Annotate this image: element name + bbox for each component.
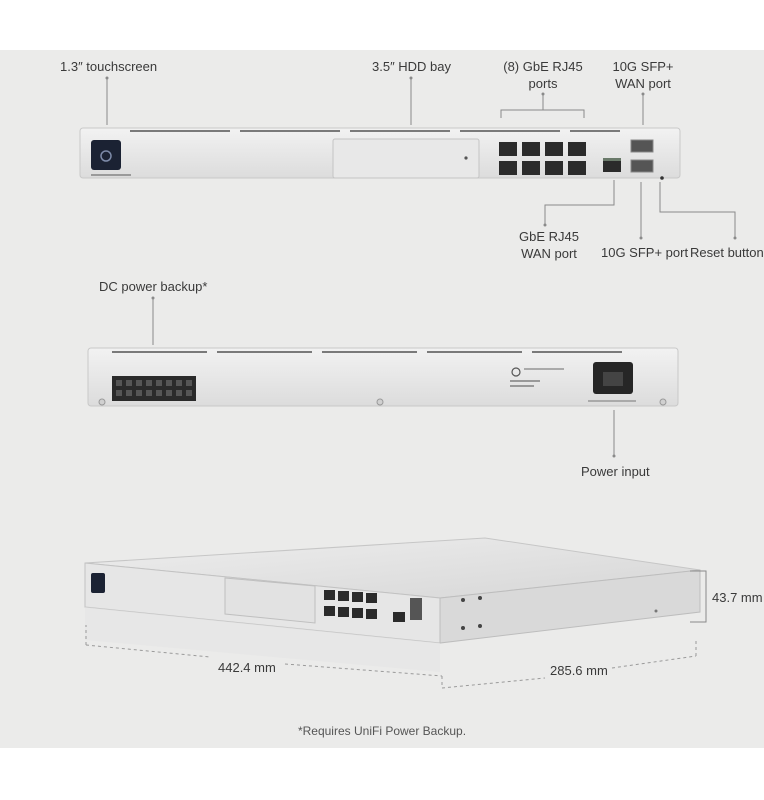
label-gbe-wan: GbE RJ45 WAN port (505, 228, 593, 262)
iso-hdd-bay (224, 577, 316, 624)
label-gbe-ports-line1: (8) GbE RJ45 (503, 59, 583, 74)
label-sfp-port: 10G SFP+ port (601, 245, 689, 260)
reset-pinhole (660, 176, 664, 180)
height-bracket (690, 570, 707, 623)
isometric-view (84, 537, 701, 672)
dc-power-connector (112, 376, 196, 401)
label-gbe-ports-line2: ports (528, 76, 558, 91)
label-sfp-wan-line2: WAN port (615, 76, 671, 91)
label-dc-power-backup: DC power backup* (99, 279, 208, 294)
leader-lines (106, 78, 736, 456)
touchscreen-display (91, 140, 121, 170)
rear-view (87, 347, 679, 407)
label-hdd-bay: 3.5″ HDD bay (372, 59, 452, 74)
label-touchscreen: 1.3″ touchscreen (60, 59, 158, 74)
label-reset-button: Reset button (690, 245, 764, 260)
label-sfp-wan-line1: 10G SFP+ (612, 59, 674, 74)
label-sfp-wan: 10G SFP+ WAN port (600, 58, 686, 92)
leader-dots (105, 76, 737, 458)
dimension-width: 442.4 mm (218, 660, 276, 675)
front-view (79, 127, 681, 180)
dimension-depth: 285.6 mm (550, 663, 608, 678)
ubiquiti-logo (511, 367, 521, 377)
label-gbe-wan-line2: WAN port (521, 246, 577, 261)
label-gbe-ports: (8) GbE RJ45 ports (493, 58, 593, 92)
dimension-lines (85, 625, 697, 689)
iso-touchscreen (91, 573, 105, 593)
label-gbe-wan-line1: GbE RJ45 (519, 229, 579, 244)
gbe-port-block (499, 142, 586, 175)
sfp-port (630, 159, 654, 173)
footnote: *Requires UniFi Power Backup. (297, 724, 467, 738)
sfp-wan-port (630, 139, 654, 153)
dimension-height: 43.7 mm (712, 590, 763, 605)
hdd-bay (332, 138, 480, 179)
label-power-input: Power input (581, 464, 650, 479)
gbe-wan-port (603, 158, 621, 172)
